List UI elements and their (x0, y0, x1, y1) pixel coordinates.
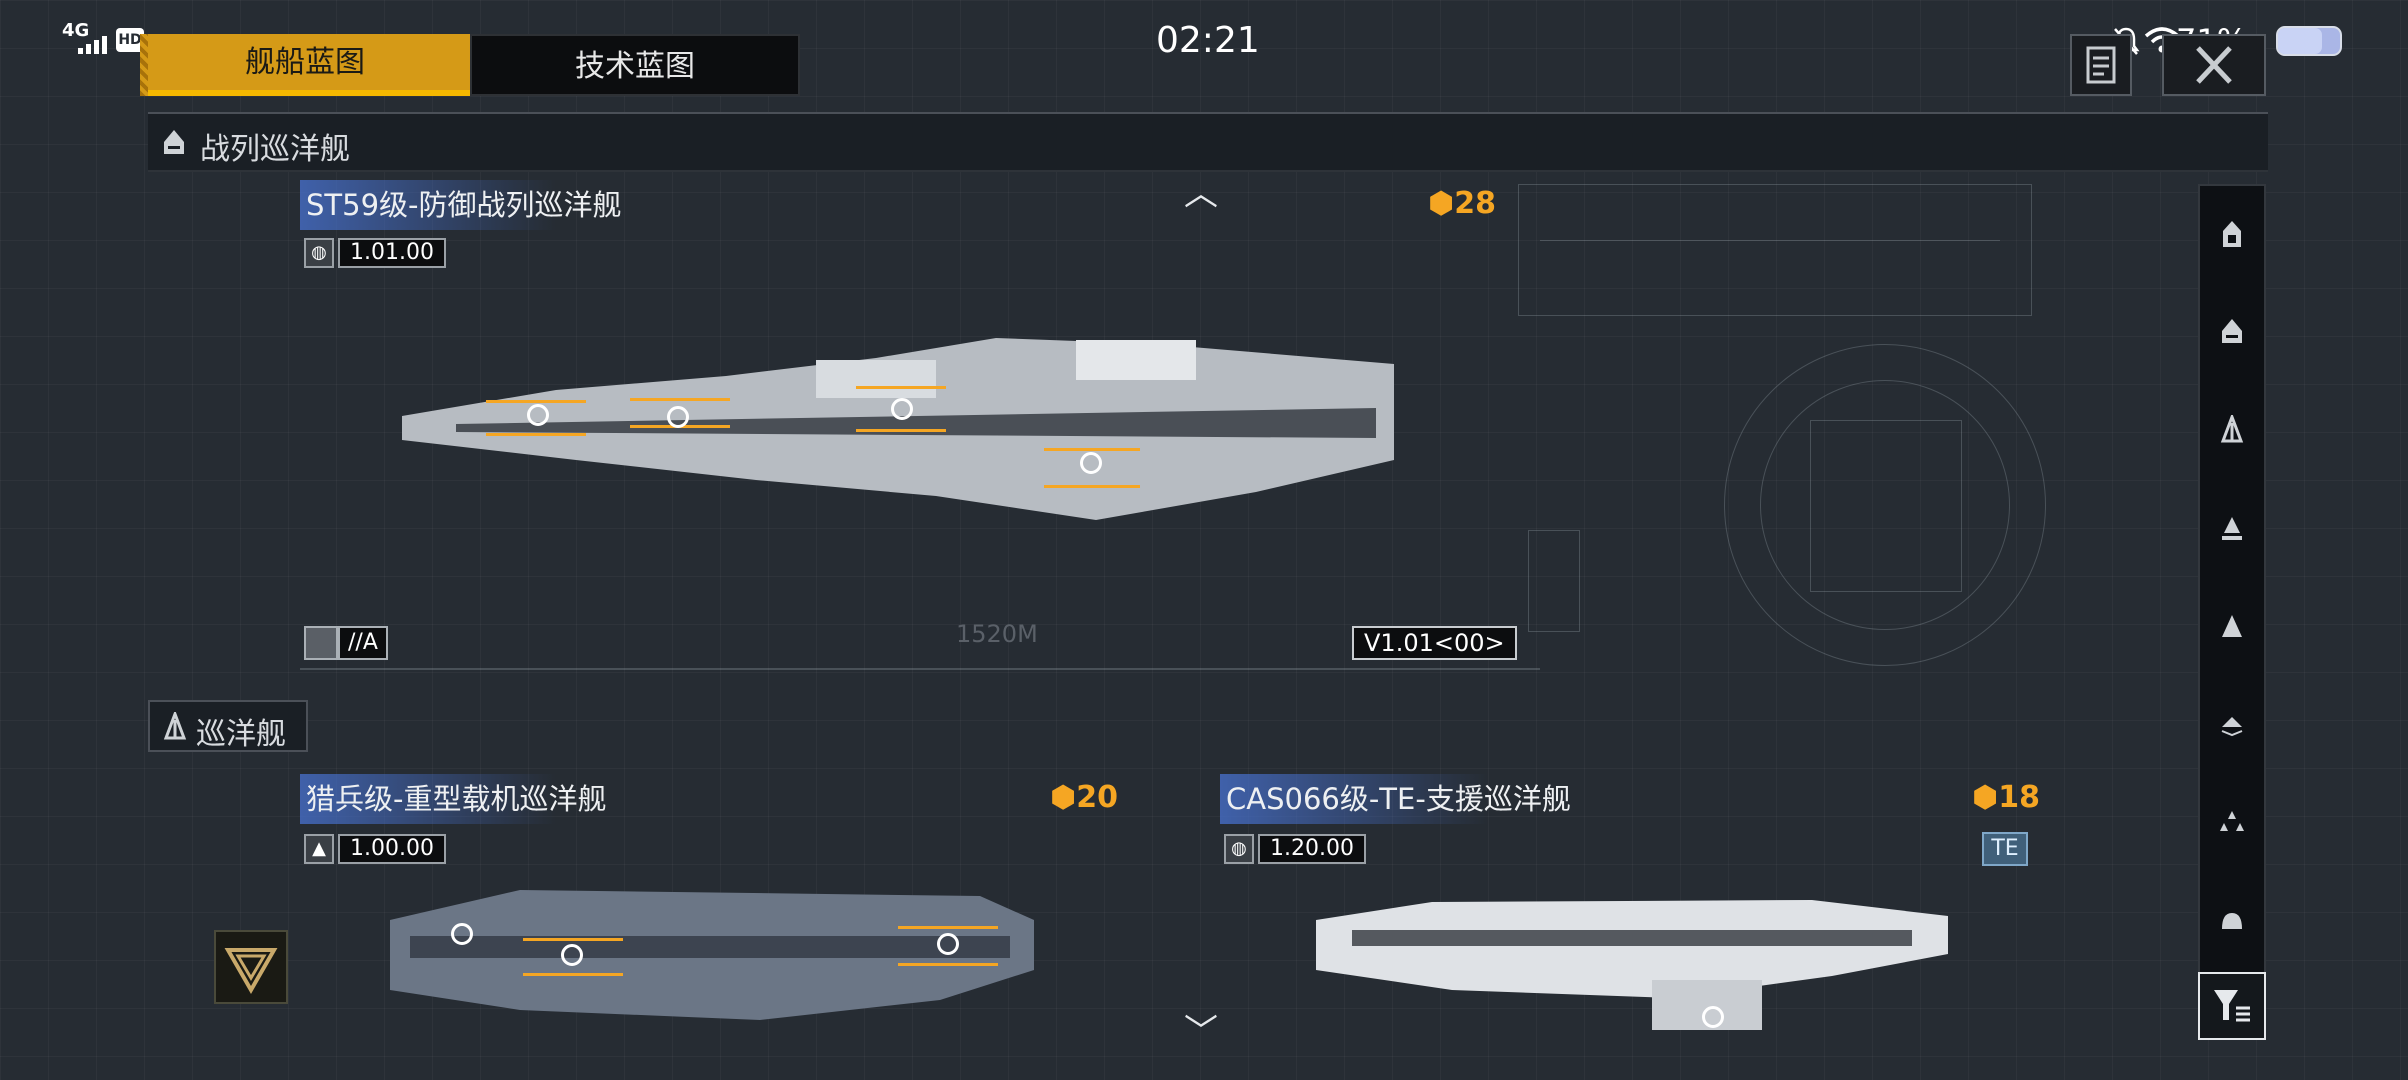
section-header-cruiser: 巡洋舰 (148, 700, 308, 752)
hardpoint-marker[interactable] (451, 923, 473, 945)
ship-version: ▲ 1.00.00 (304, 832, 446, 866)
hardpoint-marker[interactable] (1702, 1006, 1724, 1028)
triangle-emblem-icon (224, 948, 278, 995)
version-value: 1.20.00 (1258, 834, 1366, 864)
battery-icon (2276, 26, 2342, 56)
version-value: 1.00.00 (338, 834, 446, 864)
schematic-ring (1724, 344, 2046, 666)
blueprint-schematic (1518, 184, 2032, 316)
hardpoint-bracket (898, 926, 998, 966)
cost-value: 18 (1998, 780, 2040, 815)
cost-icon: ⬢ (1972, 780, 1999, 815)
version-value: 1.01.00 (338, 238, 446, 268)
auxiliary-class-icon (2222, 913, 2242, 929)
cost-icon: ⬢ (1428, 186, 1455, 221)
ship-name[interactable]: CAS066级-TE-支援巡洋舰 (1220, 774, 1666, 824)
hd-badge: HD (116, 28, 144, 52)
ship-front-schematic (1810, 420, 1962, 592)
destroyer-class-icon (2222, 517, 2242, 540)
gear-icon (304, 626, 338, 660)
globe-icon: ◍ (1224, 834, 1254, 864)
faction-emblem[interactable] (214, 930, 288, 1004)
ship-version: ◍ 1.20.00 (1224, 832, 1366, 866)
filter-icon (2214, 990, 2250, 1022)
tab-ship-blueprint[interactable]: 舰船蓝图 (140, 34, 470, 96)
section-title: 巡洋舰 (196, 717, 286, 752)
filter-button[interactable] (2198, 972, 2266, 1040)
hardpoint-marker[interactable] (667, 406, 689, 428)
battlecruiser-class-icon (164, 130, 184, 154)
cruiser-class-icon: ▲ (304, 834, 334, 864)
ship-cost: ⬢28 (1428, 186, 1496, 221)
chevron-down-icon[interactable]: ﹀ (1184, 1012, 1218, 1052)
cost-value: 20 (1076, 780, 1118, 815)
globe-icon: ◍ (304, 238, 334, 268)
ship-image-carrier[interactable] (380, 880, 1040, 1040)
sidebar-item-destroyer[interactable] (2200, 496, 2264, 560)
tab-stripe-decoration (140, 34, 148, 96)
ship-image-support-cruiser[interactable] (1312, 880, 1952, 1050)
hardpoint-marker[interactable] (561, 944, 583, 966)
ship-name[interactable]: 猎兵级-重型载机巡洋舰 (300, 774, 726, 824)
schematic-line (1540, 240, 2000, 241)
status-time: 02:21 (1156, 20, 1260, 61)
frigate-class-icon (2222, 615, 2242, 637)
cost-value: 28 (1454, 186, 1496, 221)
sidebar-item-corvette[interactable] (2200, 692, 2264, 756)
document-button[interactable] (2070, 34, 2132, 96)
sidebar-item-cruiser[interactable] (2200, 398, 2264, 462)
cost-icon: ⬢ (1050, 780, 1077, 815)
sidebar-item-auxiliary[interactable] (2200, 888, 2264, 952)
schematic-bracket (1528, 530, 1580, 632)
document-icon (2086, 46, 2116, 84)
sidebar-item-frigate[interactable] (2200, 594, 2264, 658)
section-header-battlecruiser: 战列巡洋舰 (148, 112, 2268, 172)
hardpoint-bracket (1044, 448, 1140, 488)
hardpoint-marker[interactable] (527, 404, 549, 426)
tab-tech-blueprint[interactable]: 技术蓝图 (470, 34, 800, 96)
ship-type-tag: //A (304, 626, 388, 660)
battlecruiser-class-icon (2222, 319, 2242, 343)
ship-version: ◍ 1.01.00 (304, 236, 446, 270)
network-indicator: 4G (62, 20, 90, 41)
hardpoint-marker[interactable] (1080, 452, 1102, 474)
section-title: 战列巡洋舰 (200, 132, 350, 167)
hardpoint-marker[interactable] (937, 933, 959, 955)
hardpoint-bracket (486, 400, 586, 436)
ship-cost: ⬢18 (1972, 780, 2040, 815)
sidebar-item-battlecruiser[interactable] (2200, 300, 2264, 364)
corvette-class-icon (2221, 717, 2243, 737)
sidebar-item-fighter[interactable] (2200, 790, 2264, 854)
tech-badge: TE (1982, 832, 2028, 866)
signal-icon (78, 36, 110, 54)
hardpoint-bracket (856, 386, 946, 432)
chevron-up-icon[interactable]: ︿ (1184, 174, 1218, 214)
ship-class-sidebar (2198, 184, 2266, 1040)
blueprint-tabs: 舰船蓝图 技术蓝图 (140, 34, 800, 96)
fighter-class-icon (2220, 811, 2244, 831)
sidebar-item-carrier[interactable] (2200, 202, 2264, 266)
ship-name[interactable]: ST59级-防御战列巡洋舰 (300, 180, 726, 230)
blueprint-version: V1.01<00> (1352, 626, 1517, 660)
close-button[interactable] (2162, 34, 2266, 96)
cruiser-class-icon (2220, 415, 2244, 443)
hardpoint-marker[interactable] (891, 398, 913, 420)
cruiser-class-icon (163, 712, 187, 740)
close-icon (2196, 46, 2232, 84)
ruler-line (300, 668, 1540, 670)
distance-label: 1520M (956, 620, 1038, 648)
hardpoint-bracket (523, 938, 623, 976)
schematic-ring-inner (1760, 380, 2010, 630)
type-tag-value: //A (338, 626, 388, 660)
carrier-class-icon (2223, 221, 2241, 247)
ship-cost: ⬢20 (1050, 780, 1118, 815)
